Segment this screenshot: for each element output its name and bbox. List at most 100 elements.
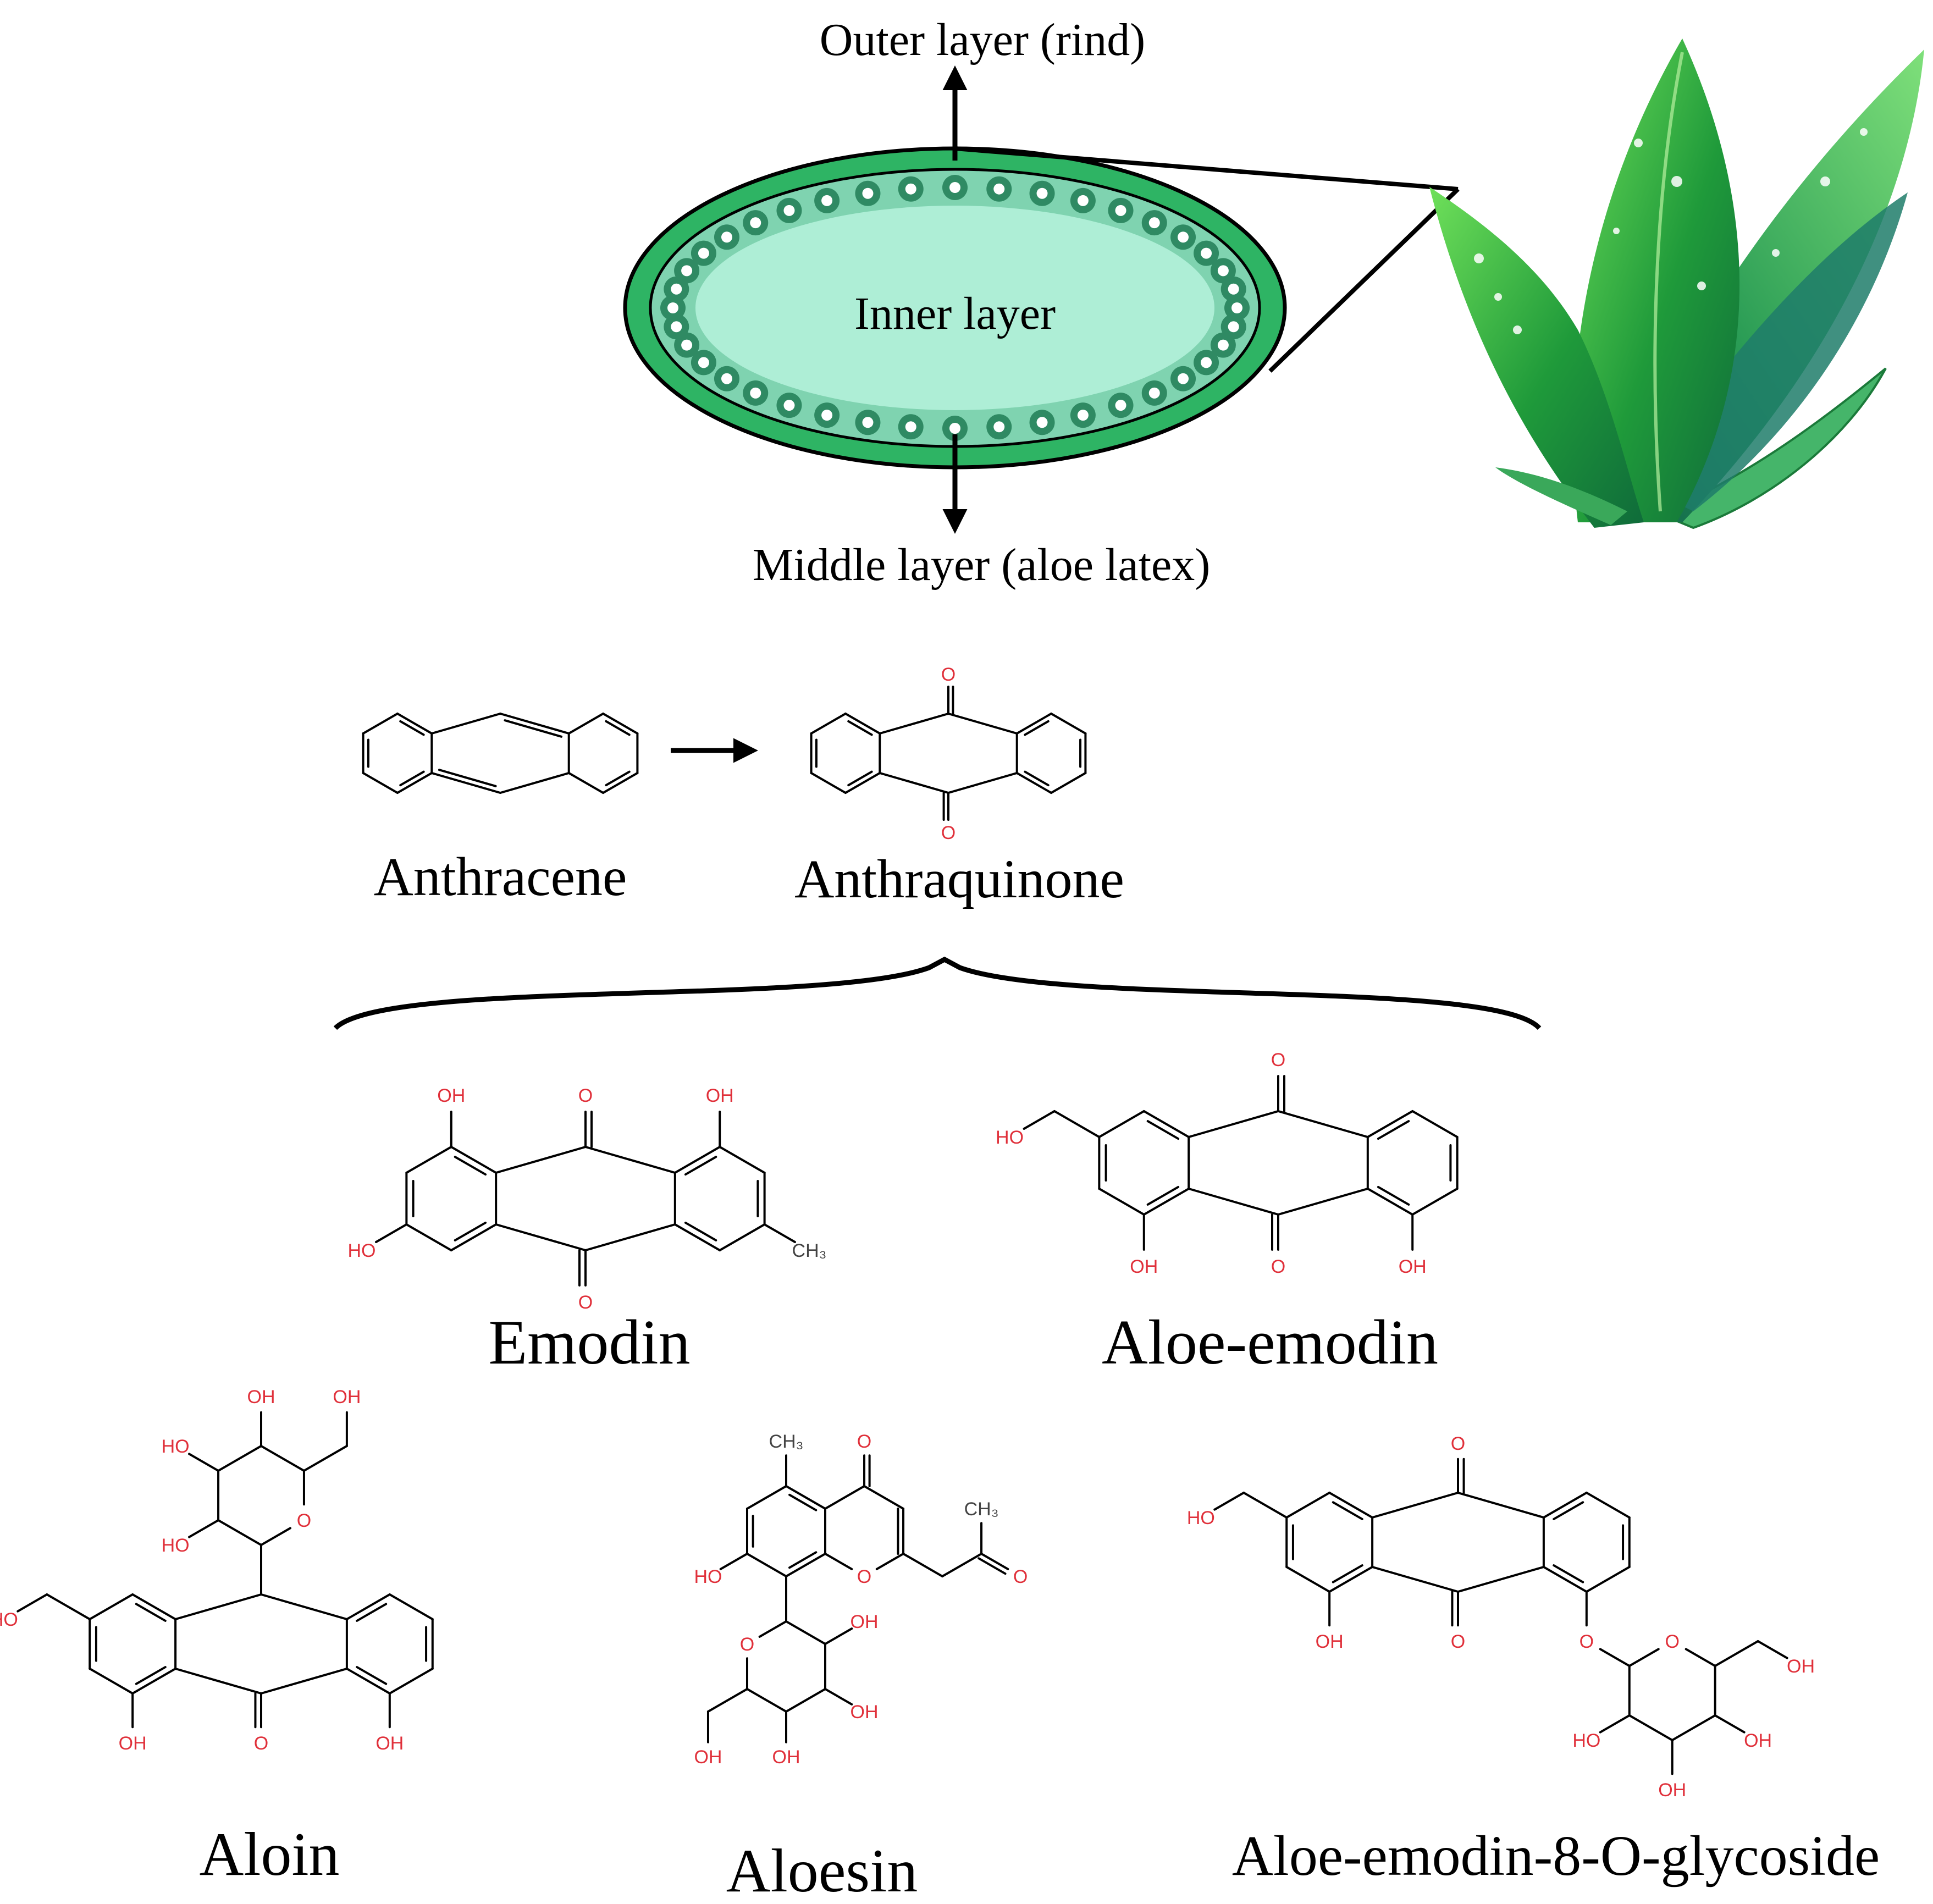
bond bbox=[450, 1223, 498, 1251]
atom-label: HO bbox=[162, 1436, 190, 1457]
bond bbox=[824, 1688, 853, 1706]
bond bbox=[260, 1527, 292, 1546]
latex-dot-center bbox=[750, 217, 761, 229]
bond bbox=[375, 1223, 408, 1243]
bond bbox=[763, 1223, 796, 1243]
aloe-emodin-label: Aloe-emodin bbox=[1102, 1307, 1438, 1378]
bond bbox=[16, 1593, 48, 1613]
bond bbox=[260, 1593, 348, 1620]
double-bond bbox=[1024, 770, 1050, 787]
latex-dot-center bbox=[1201, 357, 1212, 368]
atom-label: O bbox=[941, 823, 956, 843]
bond bbox=[174, 1668, 262, 1695]
double-bond bbox=[605, 720, 631, 736]
bond bbox=[1457, 1492, 1545, 1519]
atom-label: HO bbox=[694, 1566, 722, 1587]
bond bbox=[785, 1553, 827, 1577]
bond bbox=[362, 713, 399, 735]
bond bbox=[719, 1553, 748, 1570]
double-bond bbox=[1024, 720, 1050, 736]
zoom-lines bbox=[954, 146, 1460, 373]
double-bond bbox=[1146, 1120, 1180, 1140]
latex-vascular-bundles bbox=[660, 175, 1250, 441]
latex-dot-center bbox=[993, 183, 1005, 195]
atom-label: CH₃ bbox=[792, 1240, 827, 1261]
latex-dot-center bbox=[698, 247, 709, 259]
double-bond bbox=[847, 720, 873, 736]
latex-dot-center bbox=[1228, 283, 1239, 295]
bond bbox=[260, 1668, 348, 1695]
atom-label: OH bbox=[850, 1611, 879, 1632]
bond bbox=[1542, 1492, 1588, 1519]
latex-dot-center bbox=[862, 417, 874, 428]
inner-gel bbox=[695, 206, 1214, 410]
bond bbox=[1242, 1492, 1288, 1519]
bond bbox=[1098, 1188, 1145, 1216]
anthraquinone-label: Anthraquinone bbox=[794, 848, 1124, 909]
bond bbox=[1188, 1110, 1279, 1138]
double-bond bbox=[135, 1603, 167, 1622]
middle-layer-label: Middle layer (aloe latex) bbox=[753, 539, 1211, 590]
latex-dot-center bbox=[721, 231, 732, 243]
aloin-label: Aloin bbox=[199, 1820, 339, 1889]
anthracene-label: Anthracene bbox=[374, 846, 627, 907]
bond bbox=[824, 1627, 853, 1645]
latex-dot-center bbox=[783, 205, 795, 216]
bond bbox=[1757, 1640, 1788, 1659]
bond bbox=[1366, 1188, 1414, 1216]
bond bbox=[875, 1553, 905, 1570]
latex-dot-center bbox=[821, 195, 833, 206]
aloin-structure: OOHOHHOOOHOHHOHO bbox=[0, 1387, 434, 1754]
latex-dot-center bbox=[721, 373, 732, 384]
latex-dot-center bbox=[698, 357, 709, 368]
bond bbox=[673, 1146, 721, 1174]
double-bond bbox=[1553, 1501, 1584, 1520]
latex-dot-center bbox=[993, 421, 1005, 433]
double-bond bbox=[399, 770, 425, 787]
bond bbox=[1411, 1188, 1459, 1216]
bond bbox=[1542, 1566, 1588, 1593]
atom-label: OH bbox=[1658, 1780, 1686, 1801]
inner-layer-label: Inner layer bbox=[854, 288, 1056, 339]
bond bbox=[1277, 1110, 1369, 1138]
bond bbox=[1050, 772, 1087, 794]
double-bond bbox=[977, 1557, 1007, 1575]
bond bbox=[396, 772, 433, 794]
bond bbox=[499, 713, 570, 735]
bond bbox=[1213, 1492, 1245, 1511]
bond bbox=[947, 772, 1018, 794]
bond bbox=[584, 1146, 676, 1174]
bond bbox=[217, 1519, 262, 1546]
bond bbox=[430, 772, 501, 794]
latex-dot-center bbox=[1036, 187, 1048, 199]
latex-dot-center bbox=[681, 339, 693, 351]
atom-label: HO bbox=[996, 1127, 1024, 1148]
double-bond bbox=[356, 1666, 388, 1685]
double-bond bbox=[438, 769, 497, 787]
bond bbox=[1015, 772, 1053, 794]
bond bbox=[388, 1593, 434, 1620]
double-bond bbox=[1332, 1501, 1363, 1520]
bond bbox=[947, 713, 1018, 735]
latex-dot-center bbox=[905, 183, 916, 195]
latex-dot-center bbox=[1178, 373, 1189, 384]
double-bond bbox=[1553, 1564, 1584, 1583]
aloesin-label: Aloesin bbox=[726, 1837, 918, 1904]
latex-dot-center bbox=[1148, 387, 1160, 399]
atom-label: O bbox=[1271, 1050, 1285, 1070]
bond bbox=[1188, 1188, 1279, 1216]
bond bbox=[1671, 1714, 1716, 1741]
atom-label: O bbox=[578, 1292, 593, 1313]
bond bbox=[362, 772, 399, 794]
double-bond bbox=[399, 720, 425, 736]
double-bond bbox=[1332, 1564, 1363, 1583]
atom-label: O bbox=[578, 1085, 593, 1106]
bond bbox=[745, 1553, 787, 1577]
atom-label: O bbox=[1665, 1631, 1679, 1652]
bond bbox=[879, 772, 949, 794]
bond bbox=[499, 772, 570, 794]
double-bond bbox=[454, 1221, 487, 1241]
bond bbox=[89, 1593, 134, 1620]
